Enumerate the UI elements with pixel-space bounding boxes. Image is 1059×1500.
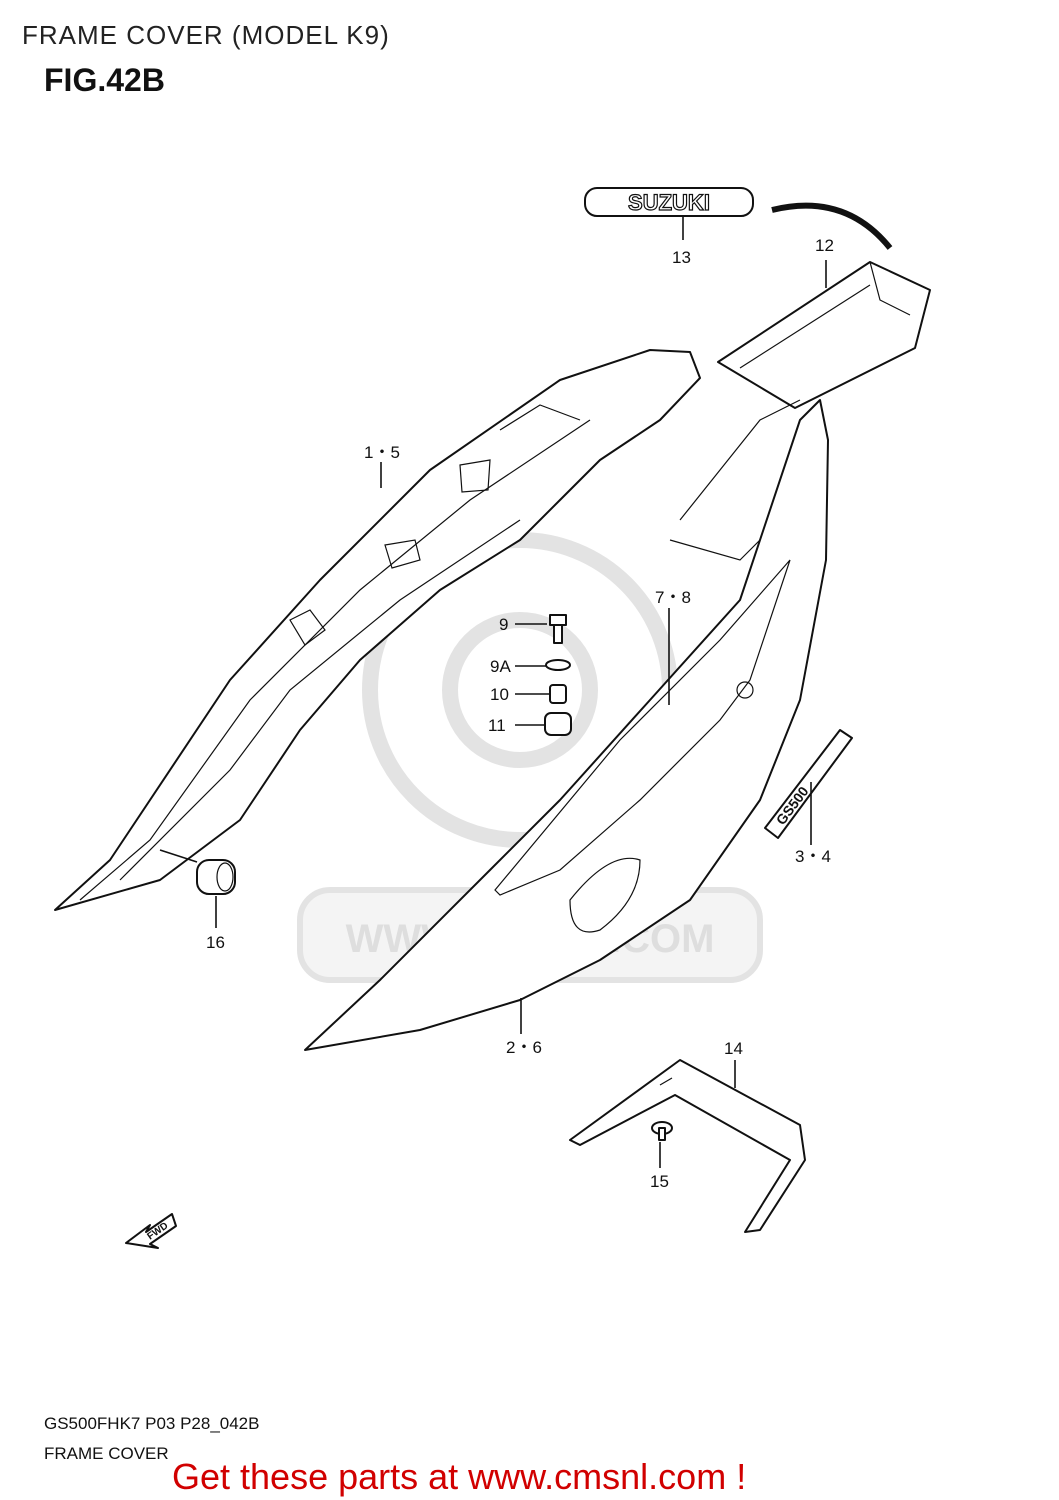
tail-stripe-curve xyxy=(771,202,893,250)
figure-label: FIG.42B xyxy=(44,62,165,98)
collar-part-10[interactable] xyxy=(549,684,567,704)
bolt-part-9[interactable] xyxy=(549,614,567,644)
hardware-stack xyxy=(544,614,572,736)
footer-diagram-code: GS500FHK7 P03 P28_042B xyxy=(44,1414,260,1433)
clip-part-15[interactable] xyxy=(651,1121,673,1141)
callout-10: 10 xyxy=(490,685,509,704)
cushion-part-11[interactable] xyxy=(544,712,572,736)
washer-part-9a[interactable] xyxy=(545,659,571,671)
parts-link-banner[interactable]: Get these parts at www.cmsnl.com ! xyxy=(172,1456,747,1497)
callout-12: 12 xyxy=(815,236,834,255)
footer-diagram-name: FRAME COVER xyxy=(44,1444,169,1463)
callout-7-8: 7・8 xyxy=(655,588,691,607)
emblem-part-13[interactable]: SUZUKI xyxy=(584,187,754,217)
callout-1-5: 1・5 xyxy=(364,443,400,462)
page-title: FRAME COVER (MODEL K9) xyxy=(22,20,390,50)
callouts: 1・5 7・8 9 9A 10 11 3・4 12 13 2・6 14 15 1… xyxy=(206,236,834,1191)
callout-3-4: 3・4 xyxy=(795,847,831,866)
rear-bracket-part-14[interactable] xyxy=(569,1059,806,1233)
grommet-part-16[interactable] xyxy=(196,859,236,895)
callout-9a: 9A xyxy=(490,657,511,676)
callout-14: 14 xyxy=(724,1039,743,1058)
callout-11: 11 xyxy=(488,716,506,735)
callout-13: 13 xyxy=(672,248,691,267)
callout-2-6: 2・6 xyxy=(506,1038,542,1057)
callout-15: 15 xyxy=(650,1172,669,1191)
side-badge-text: GS500 xyxy=(773,783,812,828)
callout-9: 9 xyxy=(499,615,508,634)
fwd-arrow-icon: FWD xyxy=(125,1213,177,1249)
tail-cowl-part-12[interactable] xyxy=(717,261,931,409)
emblem-text: SUZUKI xyxy=(628,190,710,215)
left-frame-cover-part-1-5[interactable] xyxy=(54,349,701,911)
right-side-cover-part-2-6[interactable] xyxy=(304,399,829,1051)
leader-lines xyxy=(159,216,827,1168)
callout-16: 16 xyxy=(206,933,225,952)
